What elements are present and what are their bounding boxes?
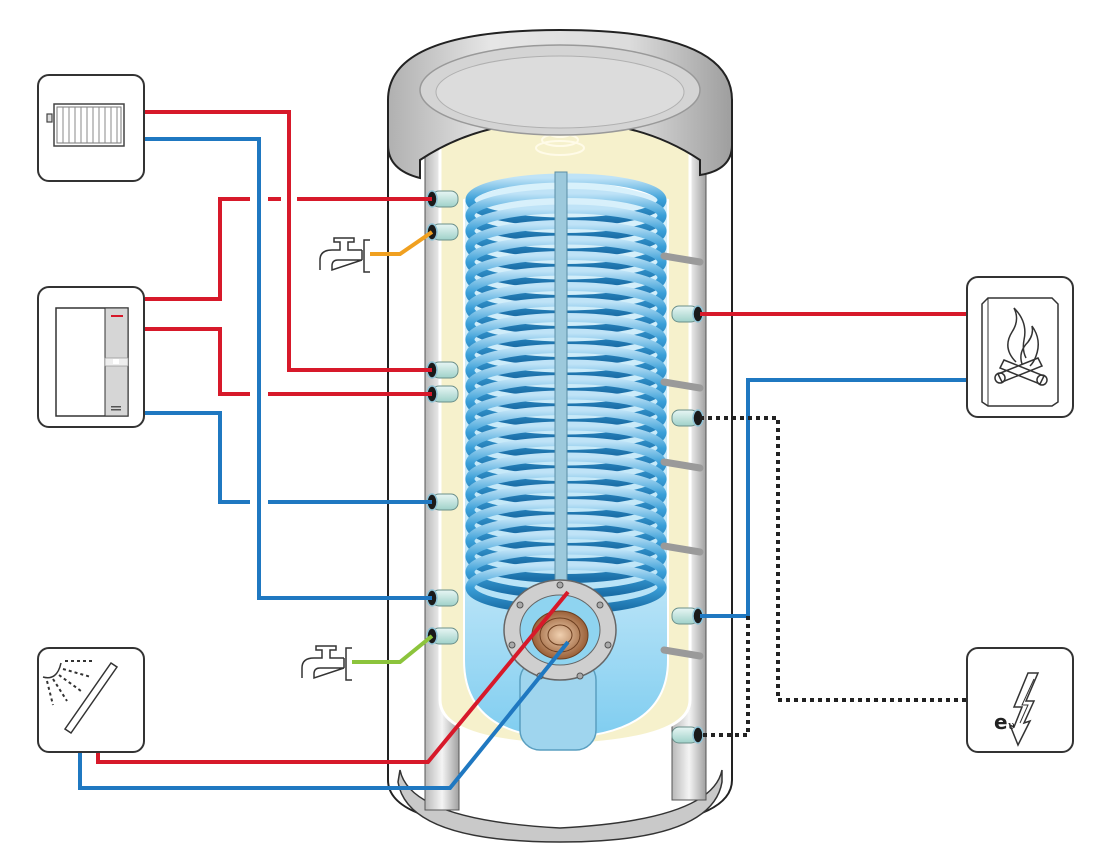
- fire-icon: [981, 297, 1059, 407]
- pipe-network: [78, 110, 966, 790]
- pipe-radiator-return: [145, 137, 432, 600]
- port-drain: [671, 726, 704, 744]
- sensor-sleeve: [660, 542, 704, 556]
- electric-symbol-sub: υ: [1008, 719, 1015, 732]
- sensor-sleeve: [660, 252, 704, 266]
- solar-collector-icon: [42, 660, 119, 735]
- wire-electric-upper: [700, 416, 966, 702]
- lightning-icon: e υ: [994, 672, 1040, 747]
- pipe-radiator-flow: [145, 110, 432, 372]
- radiator-icon: [46, 103, 125, 147]
- pipe-heatpump-return: [145, 411, 250, 504]
- device-solar-collector: Solar collector: [37, 647, 145, 753]
- solar-coil-flange: [503, 579, 617, 751]
- pipe-hot-water: [370, 230, 434, 256]
- sensor-sleeve: [660, 646, 704, 660]
- cold-water-tap-icon: [301, 645, 352, 681]
- center-rod: [554, 171, 568, 593]
- sensor-sleeves: [660, 252, 704, 660]
- port-heatpump-flow-top: [426, 190, 459, 208]
- pipe-stove-return: [700, 378, 966, 618]
- pipe-cold-water: [352, 634, 434, 664]
- sensor-sleeve: [660, 458, 704, 472]
- port-electric-element: [671, 409, 704, 427]
- device-electric-heater: Electric heating element e υ: [966, 647, 1074, 753]
- device-wood-stove: Wood-fired stove: [966, 276, 1074, 418]
- pipe-heatpump-flow-top: [145, 197, 250, 301]
- electric-symbol-text: e: [994, 710, 1008, 734]
- hot-water-tap-icon: [319, 237, 370, 273]
- pipe-heatpump-flow-mid: [145, 327, 250, 396]
- storage-tank: [387, 28, 733, 843]
- heat-pump-icon: [55, 307, 129, 417]
- port-stove-return: [671, 607, 704, 625]
- device-radiator: Radiator (heating circuit): [37, 74, 145, 182]
- tank-base-ring: [397, 769, 723, 843]
- tank-lid: [387, 28, 733, 180]
- device-heat-pump: Heat pump / boiler unit: [37, 286, 145, 428]
- port-stove-flow: [671, 305, 704, 323]
- sensor-sleeve: [660, 378, 704, 392]
- solar-panel: [63, 661, 119, 735]
